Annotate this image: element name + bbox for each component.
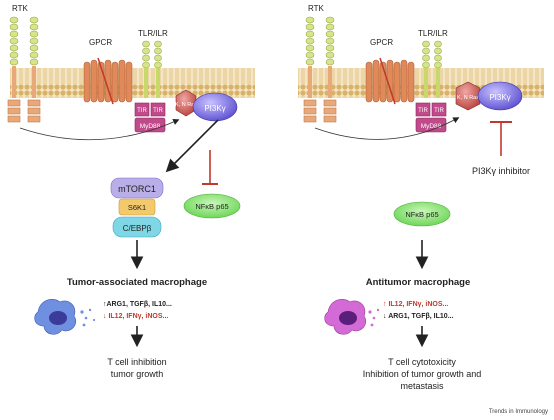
right-nfkb-node: NFκB p65 xyxy=(393,201,451,227)
left-arrow-to-mtorc1 xyxy=(165,119,219,173)
right-tir1-label: TIR xyxy=(418,108,428,114)
right-myd88-label: MyD88 xyxy=(421,123,442,130)
left-macrophage-icon xyxy=(34,299,96,335)
right-outcome-2: Inhibition of tumor growth and xyxy=(363,369,482,379)
left-pi3k-label: PI3Kγ xyxy=(204,104,225,113)
right-macrophage-icon xyxy=(324,299,380,335)
right-pi3k-label: PI3Kγ xyxy=(489,93,510,102)
right-ras-node: K, N Ras xyxy=(455,81,481,111)
left-s6k1-label: S6K1 xyxy=(128,203,146,212)
right-up-arrow-icon: ↑ xyxy=(383,301,388,308)
right-rtk-receptor: RTK xyxy=(303,4,337,123)
left-rtk-label: RTK xyxy=(12,4,29,13)
right-up-genes: ↑ IL12, IFNγ, iNOS... xyxy=(383,301,448,308)
left-down-arrow-icon: ↓ xyxy=(103,313,108,320)
left-s6k1-node: S6K1 xyxy=(118,198,156,216)
left-gpcr-label: GPCR xyxy=(89,38,112,47)
left-nfkb-node: NFκB p65 xyxy=(183,193,241,219)
left-myd88-label: MyD88 xyxy=(140,123,161,130)
left-tir1-label: TIR xyxy=(137,108,147,114)
left-ras-label: K, N Ras xyxy=(175,102,197,108)
right-ras-label: K, N Ras xyxy=(457,95,479,101)
right-down-arrow-icon: ↓ xyxy=(383,313,388,320)
left-cebpb-label: C/EBPβ xyxy=(123,224,152,233)
right-nfkb-label: NFκB p65 xyxy=(405,210,438,219)
left-pi3k-node: PI3Kγ xyxy=(192,92,238,122)
right-tir2-label: TIR xyxy=(434,108,444,114)
right-outcome-1: T cell cytotoxicity xyxy=(388,357,456,367)
right-tlr-receptor: TLR/ILR TIR TIR MyD88 xyxy=(415,29,448,133)
left-outcome-2: tumor growth xyxy=(111,369,164,379)
left-down-genes: ↓ IL12, IFNγ, iNOS... xyxy=(103,313,168,320)
left-up-arrow-icon: ↑ xyxy=(103,301,107,308)
left-macrophage-title: Tumor-associated macrophage xyxy=(67,277,207,288)
left-tlr-receptor: TLR/ILR TIR TIR MyD88 xyxy=(134,29,168,133)
right-inhibitor-label: PI3Kγ inhibitor xyxy=(472,166,530,176)
left-mtorc1-node: mTORC1 xyxy=(110,177,164,199)
left-outcome-1: T cell inhibition xyxy=(107,357,166,367)
right-signal-curve-arrow xyxy=(314,117,460,140)
left-rtk-receptor: RTK xyxy=(7,4,41,123)
right-outcome-3: metastasis xyxy=(400,381,444,391)
left-gpcr-receptor: GPCR xyxy=(83,38,133,105)
right-macrophage-title: Antitumor macrophage xyxy=(366,277,471,288)
left-mtorc1-label: mTORC1 xyxy=(118,184,156,194)
right-gpcr-receptor: GPCR xyxy=(365,38,415,105)
right-rtk-label: RTK xyxy=(308,4,325,13)
left-up-genes: ↑ARG1, TGFβ, IL10... xyxy=(103,301,172,308)
left-nfkb-label: NFκB p65 xyxy=(195,202,228,211)
left-tlr-label: TLR/ILR xyxy=(138,29,168,38)
left-panel: RTK GPCR xyxy=(7,4,255,379)
left-signal-curve-arrow xyxy=(19,119,180,141)
right-down-genes: ↓ ARG1, TGFβ, IL10... xyxy=(383,313,454,320)
right-panel: RTK GPCR xyxy=(298,4,544,391)
right-gpcr-label: GPCR xyxy=(370,38,393,47)
left-cebpb-node: C/EBPβ xyxy=(112,216,162,238)
journal-credit: Trends in Immunology xyxy=(489,409,548,415)
right-pi3k-node: PI3Kγ xyxy=(477,81,523,111)
right-tlr-label: TLR/ILR xyxy=(418,29,448,38)
left-tir2-label: TIR xyxy=(153,108,163,114)
